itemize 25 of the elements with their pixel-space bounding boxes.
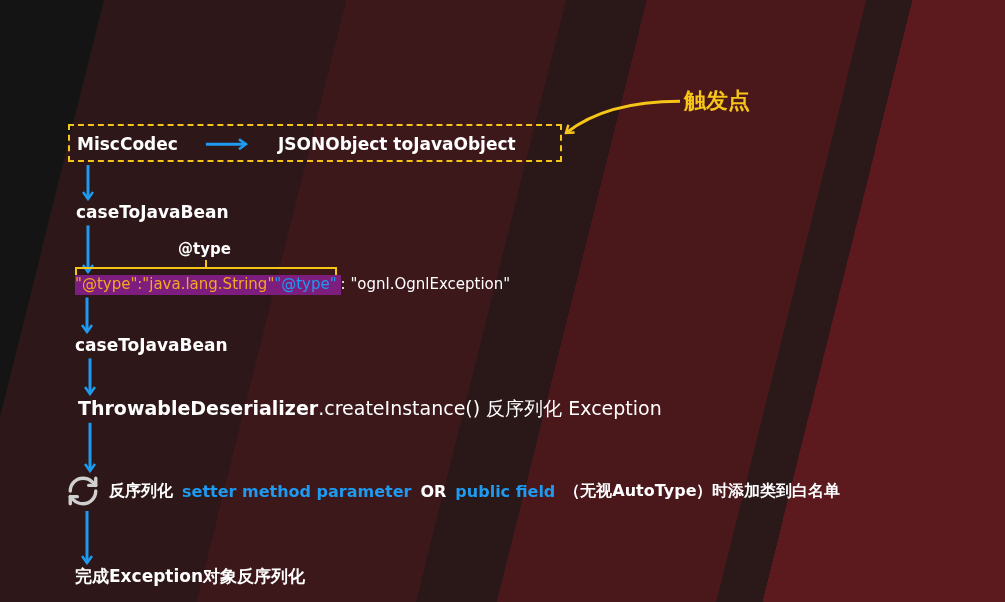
code-text: "@type":"java.lang.String" bbox=[75, 275, 275, 295]
step-text: 反序列化 bbox=[109, 480, 173, 502]
arrow bbox=[205, 137, 248, 151]
arrow bbox=[83, 358, 97, 396]
annotation-text: @type bbox=[178, 240, 231, 258]
step-text: ThrowableDeserializer.createInstance() 反序列化 Exception bbox=[78, 397, 662, 420]
step-text: MiscCodec bbox=[77, 134, 178, 155]
arrow bbox=[81, 165, 95, 201]
step-text: JSONObject toJavaObject bbox=[278, 134, 516, 155]
step-text: （无视AutoType）时添加类到白名单 bbox=[564, 480, 841, 502]
arrow bbox=[80, 297, 94, 334]
step-text: caseToJavaBean bbox=[76, 202, 229, 223]
step-text: caseToJavaBean bbox=[75, 335, 228, 356]
arrow bbox=[83, 422, 97, 473]
step-text: OR bbox=[420, 481, 447, 501]
step-text: 完成Exception对象反序列化 bbox=[75, 566, 306, 587]
code-text: : "ognl.OgnlException" bbox=[340, 275, 511, 295]
code-text: "@type" bbox=[274, 275, 341, 295]
dashed-frame bbox=[68, 124, 562, 162]
step-text: public field bbox=[455, 481, 556, 501]
callout-text: 触发点 bbox=[684, 88, 750, 115]
step-text: setter method parameter bbox=[182, 481, 412, 501]
arrow bbox=[81, 225, 95, 274]
arrow bbox=[80, 511, 94, 565]
arrow bbox=[564, 99, 681, 135]
